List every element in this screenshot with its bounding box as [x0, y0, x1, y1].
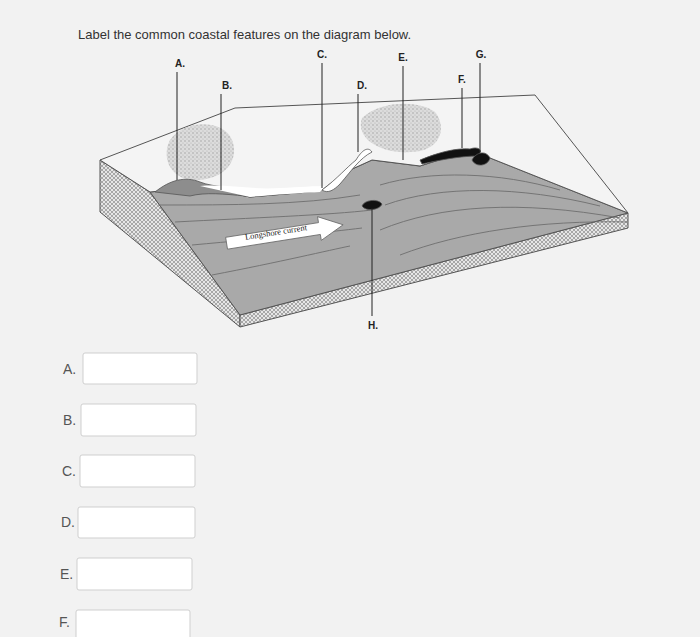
question-title: Label the common coastal features on the…	[78, 28, 411, 43]
leader-lines	[177, 63, 480, 316]
beach	[200, 186, 326, 197]
callout-letter: G.	[476, 49, 487, 61]
stipple-hill	[361, 104, 441, 153]
callout-letter: F.	[458, 74, 466, 86]
current-label: Longshore current	[244, 223, 307, 242]
callout-letter: D.	[357, 80, 367, 92]
spit	[322, 149, 372, 191]
callout-letter: C.	[317, 49, 327, 61]
answer-letter: A.	[63, 361, 76, 377]
answer-boxes	[76, 353, 197, 637]
block	[100, 95, 628, 327]
answer-letter: D.	[61, 514, 75, 530]
answer-letter: F.	[59, 614, 70, 630]
answer-letter: C.	[62, 463, 76, 479]
answer-letter: B.	[63, 412, 76, 428]
callout-letter: H.	[368, 320, 378, 332]
callout-letter: E.	[398, 52, 407, 64]
headland-rock	[420, 148, 480, 164]
sea-stack	[472, 153, 490, 165]
callout-letter: A.	[175, 58, 185, 70]
answer-letter: E.	[60, 566, 73, 582]
wave-bands	[160, 175, 628, 275]
longshore-arrow	[225, 213, 345, 255]
callout-letter: B.	[222, 80, 232, 92]
land	[100, 95, 628, 213]
